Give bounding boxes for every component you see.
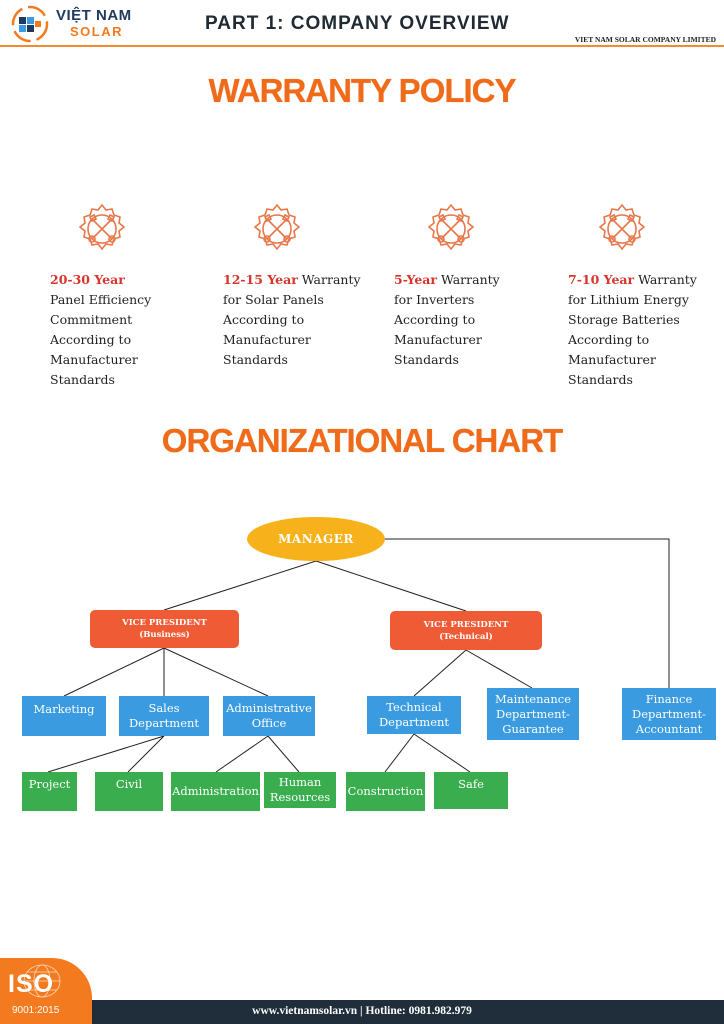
warranty-line: Warranty: [297, 272, 361, 287]
department-line: Maintenance: [494, 691, 572, 706]
logo-text-bottom: SOLAR: [70, 24, 123, 39]
solar-logo-icon: [11, 5, 49, 43]
company-name: VIET NAM SOLAR COMPANY LIMITED: [574, 35, 716, 44]
department-line: Department-: [496, 706, 570, 721]
sales-department: Sales Department: [119, 696, 209, 736]
department-line: Department: [378, 715, 450, 729]
department-line: Sales: [148, 701, 180, 715]
warranty-line: for Lithium Energy: [568, 292, 689, 307]
construction-unit: Construction: [346, 772, 425, 811]
warranty-line: Warranty: [437, 272, 500, 287]
org-chart-title: ORGANIZATIONAL CHART: [161, 422, 563, 459]
sub-unit-line: Resources: [269, 790, 331, 804]
warranty-highlight: 12-15 Year: [223, 272, 298, 287]
department-line: Department: [128, 716, 200, 730]
warranty-line: Standards: [50, 372, 115, 387]
warranty-item: 7-10 Year Warranty for Lithium Energy St…: [568, 270, 718, 390]
warranty-line: According to: [394, 312, 476, 327]
warranty-item: 12-15 Year Warranty for Solar Panels Acc…: [223, 270, 373, 370]
administrative-office: Administrative Office: [223, 696, 315, 736]
vp-subtitle: (Technical): [439, 631, 493, 642]
warranty-line: According to: [50, 332, 132, 347]
wrench-screwdriver-gear-icon: [253, 203, 301, 251]
iso-label: ISO: [8, 970, 55, 998]
department-line: Guarantee: [502, 721, 564, 736]
warranty-line: Manufacturer: [50, 352, 138, 367]
department-line: Administrative: [226, 701, 312, 715]
warranty-line: Manufacturer: [223, 332, 311, 347]
warranty-line: Manufacturer: [568, 352, 656, 367]
warranty-line: Storage Batteries: [568, 312, 680, 327]
department-line: Department-: [632, 706, 706, 721]
warranty-line: Manufacturer: [394, 332, 482, 347]
page-section-title: PART 1: COMPANY OVERVIEW: [205, 13, 510, 34]
warranty-line: Panel Efficiency: [50, 292, 152, 307]
warranty-highlight: 7-10 Year: [568, 272, 635, 287]
wrench-screwdriver-gear-icon: [78, 203, 126, 251]
vp-title: VICE PRESIDENT: [122, 618, 207, 628]
warranty-line: According to: [223, 312, 305, 327]
globe-icon: [23, 964, 61, 998]
warranty-line: According to: [568, 332, 650, 347]
iso-number: 9001:2015: [12, 1005, 60, 1016]
warranty-line: Standards: [394, 352, 459, 367]
warranty-item: 5-Year Warranty for Inverters According …: [394, 270, 544, 370]
marketing-department: Marketing: [22, 696, 106, 736]
project-unit: Project: [22, 772, 77, 811]
iso-badge: [0, 958, 92, 1024]
warranty-title: WARRANTY POLICY: [208, 72, 516, 109]
warranty-highlight: 20-30 Year: [50, 272, 125, 287]
department-line: Accountant: [635, 721, 703, 736]
safe-unit: Safe: [434, 772, 508, 809]
finance-department: Finance Department- Accountant: [622, 688, 716, 740]
human-resources-unit: Human Resources: [264, 772, 336, 808]
civil-unit: Civil: [95, 772, 163, 811]
warranty-line: Standards: [568, 372, 633, 387]
logo-text-top: VIỆT NAM: [56, 7, 132, 24]
footer-bar: [0, 1000, 724, 1024]
vp-business-node: VICE PRESIDENT (Business): [90, 610, 239, 648]
warranty-item: 20-30 Year Panel Efficiency Commitment A…: [50, 270, 200, 390]
vp-subtitle: (Business): [139, 630, 190, 640]
warranty-line: Warranty: [634, 272, 697, 287]
warranty-highlight: 5-Year: [394, 272, 437, 287]
administration-unit: Administration: [171, 772, 260, 811]
vp-title: VICE PRESIDENT: [423, 619, 509, 630]
warranty-line: for Solar Panels: [223, 292, 324, 307]
footer-contact: www.vietnamsolar.vn | Hotline: 0981.982.…: [252, 1005, 472, 1017]
warranty-line: Commitment: [50, 312, 133, 327]
wrench-screwdriver-gear-icon: [598, 203, 646, 251]
vp-technical-node: VICE PRESIDENT (Technical): [390, 611, 542, 650]
maintenance-department: Maintenance Department- Guarantee: [487, 688, 579, 740]
manager-node: MANAGER: [247, 517, 385, 561]
department-line: Finance: [645, 691, 693, 706]
wrench-screwdriver-gear-icon: [427, 203, 475, 251]
warranty-line: Standards: [223, 352, 288, 367]
technical-department: Technical Department: [367, 696, 461, 734]
warranty-line: for Inverters: [394, 292, 475, 307]
sub-unit-line: Human: [278, 775, 322, 789]
department-line: Technical: [386, 700, 442, 714]
department-line: Office: [251, 716, 287, 730]
header-divider: [0, 45, 724, 47]
